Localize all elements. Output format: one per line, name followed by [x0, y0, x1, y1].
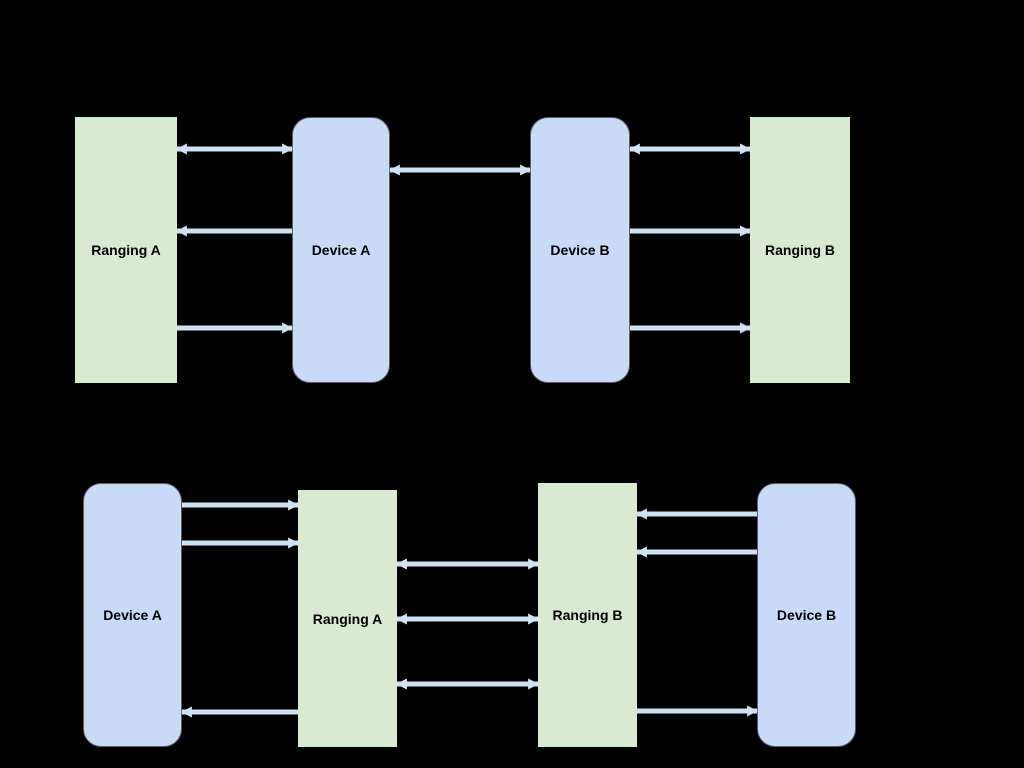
box-ranging-b-top: Ranging B [750, 117, 850, 383]
box-device-a-top: Device A [292, 117, 390, 383]
box-device-a-bottom: Device A [83, 483, 182, 747]
label-ranging-b-bottom: Ranging B [552, 607, 623, 623]
label-device-a-bottom: Device A [103, 607, 162, 623]
label-device-b-bottom: Device B [776, 607, 837, 623]
box-ranging-a-top: Ranging A [75, 117, 177, 383]
box-ranging-a-bottom: Ranging A [298, 490, 397, 747]
box-device-b-bottom: Device B [757, 483, 856, 747]
label-ranging-a-bottom: Ranging A [312, 610, 383, 627]
label-device-a-top: Device A [311, 242, 371, 258]
label-device-b-top: Device B [550, 242, 610, 258]
box-ranging-b-bottom: Ranging B [538, 483, 637, 747]
label-ranging-b-top: Ranging B [765, 242, 835, 258]
box-device-b-top: Device B [530, 117, 630, 383]
label-ranging-a-top: Ranging A [91, 242, 161, 258]
